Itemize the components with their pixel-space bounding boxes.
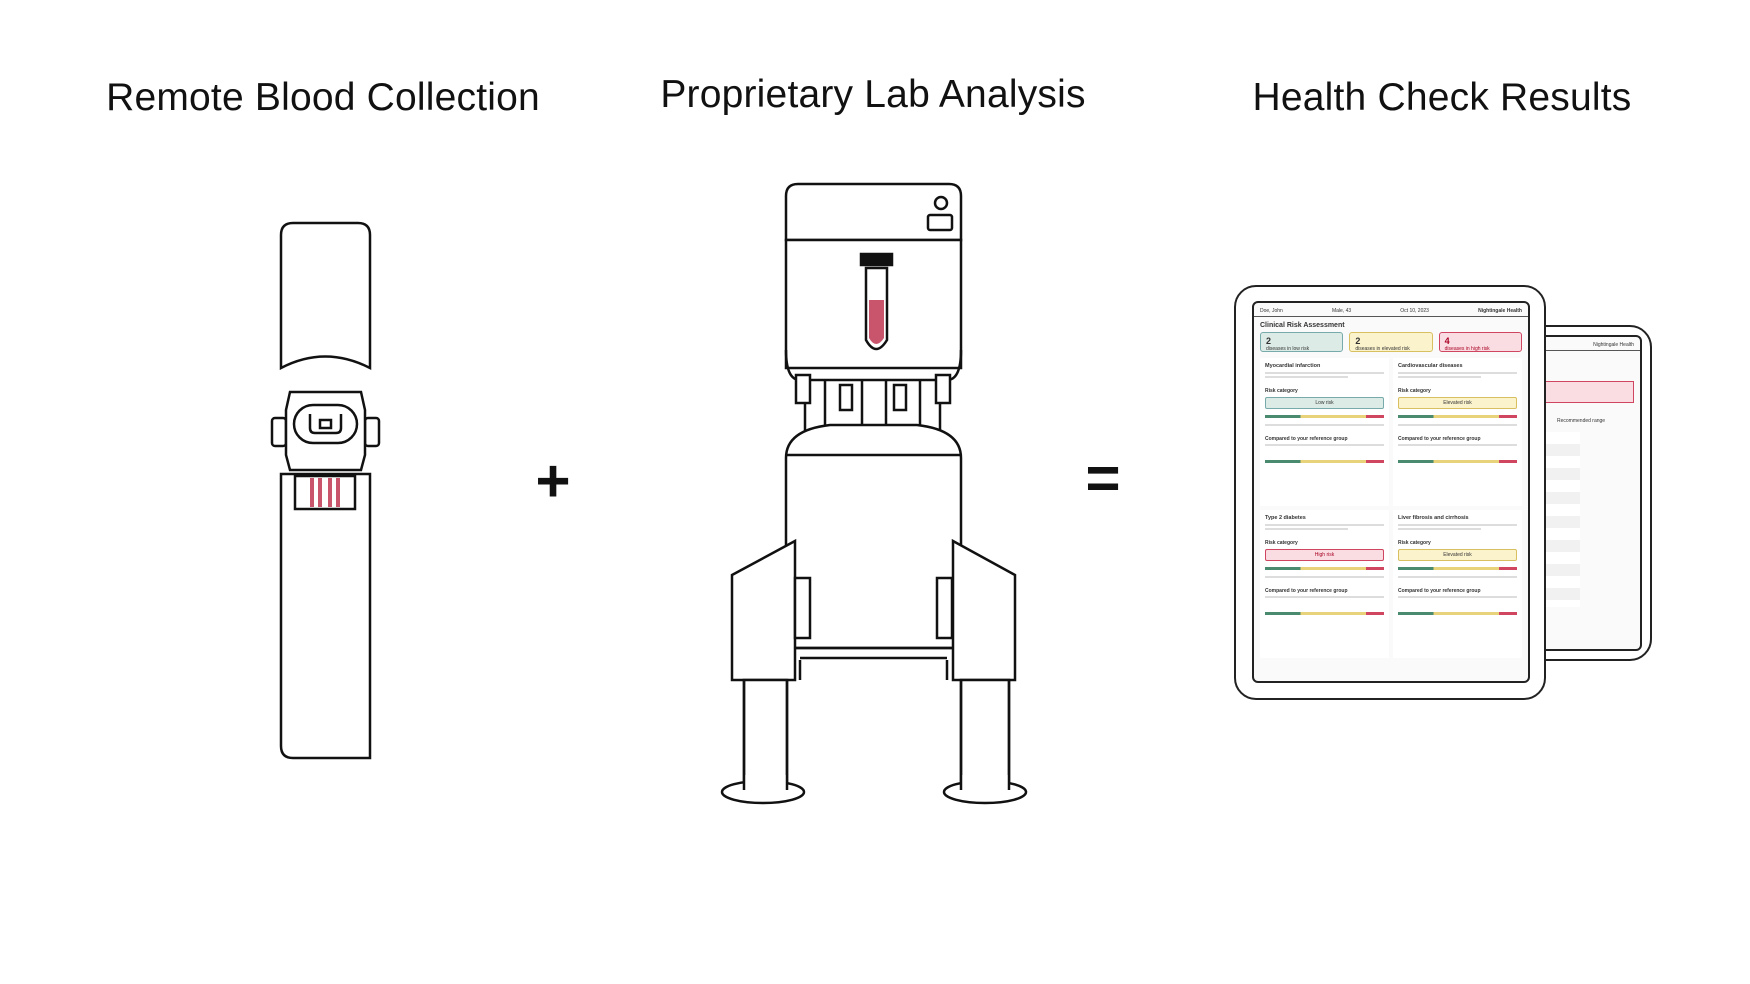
card-title: Type 2 diabetes: [1265, 515, 1306, 521]
title-health-check-results: Health Check Results: [1252, 76, 1632, 119]
risk-scale-bar: [1398, 415, 1517, 418]
compare-label: Compared to your reference group: [1265, 588, 1348, 594]
risk-pill: Elevated risk: [1398, 549, 1517, 561]
card-type-2-diabetes: Type 2 diabetes Risk category High risk …: [1260, 510, 1389, 658]
back-brand: Nightingale Health: [1593, 342, 1634, 348]
summary-count: 2: [1266, 336, 1272, 346]
lab-analyzer-machine-icon: [720, 182, 1028, 805]
report-screen: Doe, John Male, 43 Oct 10, 2023 Nighting…: [1252, 301, 1530, 683]
summary-label: diseases in elevated risk: [1355, 346, 1410, 352]
risk-pill: Low risk: [1265, 397, 1384, 409]
report-header: Doe, John Male, 43 Oct 10, 2023 Nighting…: [1254, 303, 1528, 317]
blood-collection-device-icon: [270, 221, 381, 760]
reference-scale-bar: [1398, 460, 1517, 463]
title-remote-blood-collection: Remote Blood Collection: [106, 76, 540, 119]
risk-scale-bar: [1265, 567, 1384, 570]
risk-pill: High risk: [1265, 549, 1384, 561]
brand: Nightingale Health: [1478, 308, 1522, 314]
recommended-range-label: Recommended range: [1557, 418, 1606, 424]
report-date: Oct 10, 2023: [1400, 308, 1429, 314]
risk-pill: Elevated risk: [1398, 397, 1517, 409]
compare-label: Compared to your reference group: [1398, 588, 1481, 594]
card-title: Myocardial infarction: [1265, 363, 1321, 369]
risk-category-label: Risk category: [1398, 388, 1431, 394]
patient-sex-age: Male, 43: [1331, 308, 1352, 314]
summary-label: diseases in high risk: [1444, 346, 1490, 352]
risk-category-label: Risk category: [1398, 540, 1431, 546]
summary-count: 2: [1355, 336, 1361, 346]
equals-sign: =: [1085, 444, 1121, 512]
patient-name: Doe, John: [1260, 308, 1283, 314]
report-heading: Clinical Risk Assessment: [1260, 322, 1345, 329]
card-title: Cardiovascular diseases: [1398, 363, 1463, 369]
card-myocardial-infarction: Myocardial infarction Risk category Low …: [1260, 358, 1389, 506]
disease-cards: Myocardial infarction Risk category Low …: [1254, 352, 1528, 664]
title-proprietary-lab-analysis: Proprietary Lab Analysis: [660, 73, 1086, 116]
plus-sign: +: [535, 447, 571, 515]
card-cardiovascular-diseases: Cardiovascular diseases Risk category El…: [1393, 358, 1522, 506]
summary-count: 4: [1444, 336, 1450, 346]
risk-scale-bar: [1398, 567, 1517, 570]
risk-category-label: Risk category: [1265, 540, 1298, 546]
risk-category-label: Risk category: [1265, 388, 1298, 394]
back-tablet-header: Nightingale Health: [1512, 337, 1640, 351]
reference-scale-bar: [1398, 612, 1517, 615]
compare-label: Compared to your reference group: [1398, 436, 1481, 442]
card-liver-fibrosis: Liver fibrosis and cirrhosis Risk catego…: [1393, 510, 1522, 658]
risk-scale-bar: [1265, 415, 1384, 418]
reference-scale-bar: [1265, 460, 1384, 463]
summary-label: diseases in low risk: [1266, 346, 1310, 352]
reference-scale-bar: [1265, 612, 1384, 615]
compare-label: Compared to your reference group: [1265, 436, 1348, 442]
front-tablet: Doe, John Male, 43 Oct 10, 2023 Nighting…: [1234, 285, 1546, 700]
card-title: Liver fibrosis and cirrhosis: [1398, 515, 1469, 521]
